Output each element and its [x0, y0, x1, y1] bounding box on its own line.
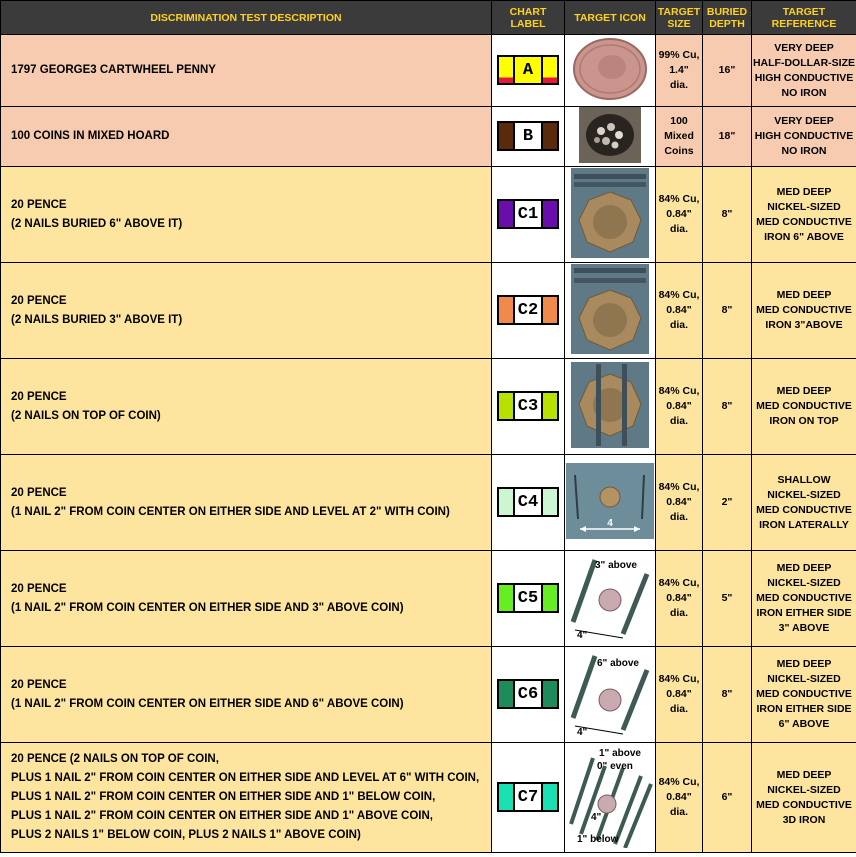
chart-label-cell: C3 [491, 358, 565, 455]
target-icon-cell: 6" above 4" [564, 646, 656, 743]
target-icon-cell [564, 358, 656, 455]
target-size: 84% Cu,0.84"dia. [655, 358, 703, 455]
table-row: 20 PENCE(2 NAILS BURIED 6" ABOVE IT) C1 … [0, 166, 856, 263]
header-target-icon: TARGET ICON [564, 0, 656, 35]
header-description: DISCRIMINATION TEST DESCRIPTION [0, 0, 492, 35]
buried-depth: 8" [702, 166, 752, 263]
table-row: 20 PENCE(1 NAIL 2" FROM COIN CENTER ON E… [0, 646, 856, 743]
row-description: 100 COINS IN MIXED HOARD [0, 106, 492, 167]
row-description: 20 PENCE(1 NAIL 2" FROM COIN CENTER ON E… [0, 550, 492, 647]
table-row: 1797 GEORGE3 CARTWHEEL PENNY A 99% Cu,1.… [0, 34, 856, 107]
target-icon-cell [564, 106, 656, 167]
row-description: 20 PENCE (2 NAILS ON TOP OF COIN,PLUS 1 … [0, 742, 492, 853]
chart-label-cell: C6 [491, 646, 565, 743]
target-size: 84% Cu,0.84"dia. [655, 550, 703, 647]
coin-nails-on-top-icon [571, 362, 649, 448]
buried-depth: 18" [702, 106, 752, 167]
chart-label-chip: B [497, 121, 559, 151]
target-size: 84% Cu,0.84"dia. [655, 742, 703, 853]
coin-hoard-icon [579, 107, 641, 163]
row-description: 1797 GEORGE3 CARTWHEEL PENNY [0, 34, 492, 107]
row-description: 20 PENCE(2 NAILS ON TOP OF COIN) [0, 358, 492, 455]
chart-label-chip: A [497, 55, 559, 85]
c5-above-label: 3" above [595, 560, 637, 571]
row-description: 20 PENCE(2 NAILS BURIED 6" ABOVE IT) [0, 166, 492, 263]
chart-label-chip: C3 [497, 391, 559, 421]
table-row: 20 PENCE(1 NAIL 2" FROM COIN CENTER ON E… [0, 550, 856, 647]
chart-label-cell: C2 [491, 262, 565, 359]
target-icon-cell [564, 166, 656, 263]
target-icon-cell [564, 262, 656, 359]
target-icon-cell: 4 [564, 454, 656, 551]
chart-label-chip: C1 [497, 199, 559, 229]
chart-label-chip: C6 [497, 679, 559, 709]
buried-depth: 5" [702, 550, 752, 647]
coin-nails-side-icon: 4 [566, 463, 654, 539]
coin-nails-above-icon [571, 264, 649, 354]
chart-label-chip: C5 [497, 583, 559, 613]
coin-nails-above-icon [571, 168, 649, 258]
header-row: DISCRIMINATION TEST DESCRIPTION CHART LA… [0, 0, 856, 35]
coin-nails-diagram-icon: 3" above 4" [570, 559, 650, 641]
chart-label-cell: A [491, 34, 565, 107]
cartwheel-penny-icon [573, 38, 647, 100]
row-description: 20 PENCE(2 NAILS BURIED 3" ABOVE IT) [0, 262, 492, 359]
c7-distance-label: 4" [591, 812, 602, 823]
coin-nails-diagram-icon: 6" above 4" [570, 655, 650, 738]
target-icon-cell: 1" above 0" even 4" 1" below [564, 742, 656, 853]
chart-label-cell: C1 [491, 166, 565, 263]
table-row: 20 PENCE(1 NAIL 2" FROM COIN CENTER ON E… [0, 454, 856, 551]
c6-above-label: 6" above [597, 658, 639, 669]
chart-label-chip: C2 [497, 295, 559, 325]
target-size: 84% Cu,0.84"dia. [655, 454, 703, 551]
header-chart-label: CHART LABEL [491, 0, 565, 35]
buried-depth: 6" [702, 742, 752, 853]
chart-label-chip: C7 [497, 782, 559, 812]
target-size: 84% Cu,0.84"dia. [655, 646, 703, 743]
chart-label-chip: C4 [497, 487, 559, 517]
table-row: 20 PENCE(2 NAILS BURIED 3" ABOVE IT) C2 … [0, 262, 856, 359]
coin-3d-iron-diagram-icon: 1" above 0" even 4" 1" below [569, 748, 653, 849]
table-row: 20 PENCE(2 NAILS ON TOP OF COIN) C3 84% … [0, 358, 856, 455]
chart-label-cell: C7 [491, 742, 565, 853]
chart-label-cell: C4 [491, 454, 565, 551]
buried-depth: 16" [702, 34, 752, 107]
buried-depth: 8" [702, 646, 752, 743]
target-size: 84% Cu,0.84"dia. [655, 262, 703, 359]
buried-depth: 8" [702, 262, 752, 359]
c7-above-label: 1" above [599, 748, 641, 759]
target-icon-cell: 3" above 4" [564, 550, 656, 647]
table-row: 20 PENCE (2 NAILS ON TOP OF COIN,PLUS 1 … [0, 742, 856, 853]
c4-distance-label: 4 [607, 518, 613, 529]
row-description: 20 PENCE(1 NAIL 2" FROM COIN CENTER ON E… [0, 646, 492, 743]
c5-distance-label: 4" [577, 630, 588, 641]
c7-below-label: 1" below [577, 834, 619, 845]
buried-depth: 2" [702, 454, 752, 551]
target-size: 84% Cu,0.84"dia. [655, 166, 703, 263]
target-size: 99% Cu,1.4"dia. [655, 34, 703, 107]
buried-depth: 8" [702, 358, 752, 455]
chart-label-cell: C5 [491, 550, 565, 647]
c7-even-label: 0" even [597, 761, 633, 772]
target-icon-cell [564, 34, 656, 107]
row-description: 20 PENCE(1 NAIL 2" FROM COIN CENTER ON E… [0, 454, 492, 551]
c6-distance-label: 4" [577, 727, 588, 738]
chart-label-cell: B [491, 106, 565, 167]
